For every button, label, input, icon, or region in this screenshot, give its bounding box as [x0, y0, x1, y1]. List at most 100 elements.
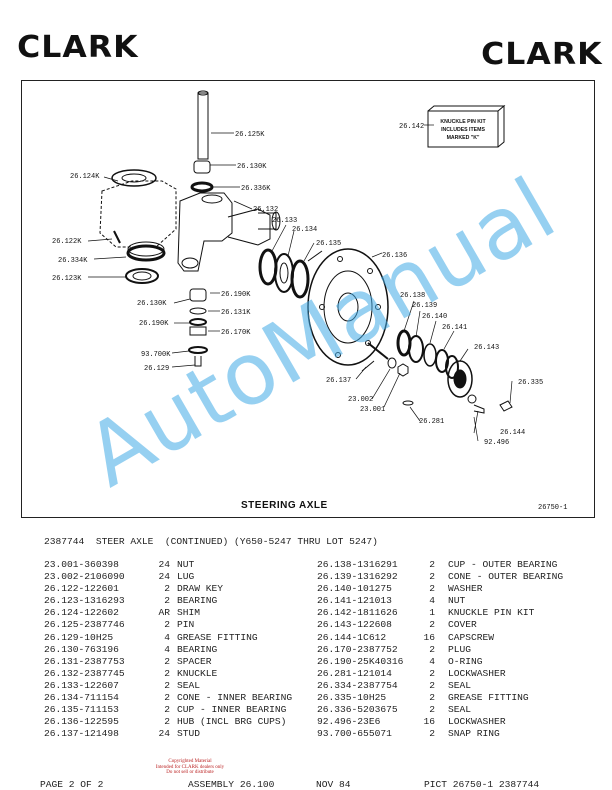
- outer-bearing-cone: [408, 335, 424, 363]
- callout-26-334k: 26.334K: [58, 257, 88, 265]
- part-quantity: 2: [429, 643, 435, 655]
- callout-26-336k: 26.336K: [241, 185, 271, 193]
- plug: [189, 326, 207, 336]
- snap-ring: [188, 346, 208, 354]
- spindle-nut-b: [445, 355, 459, 379]
- part-number: 26.170-2387752: [317, 643, 398, 655]
- callout-26-137: 26.137: [326, 377, 351, 385]
- part-quantity: 2: [164, 667, 170, 679]
- callout-26-143: 26.143: [474, 344, 499, 352]
- draw-key: [113, 230, 121, 244]
- part-quantity: 2: [429, 692, 435, 704]
- part-description: SNAP RING: [448, 728, 500, 740]
- part-quantity: 2: [429, 679, 435, 691]
- part-number: 26.138-1316291: [317, 559, 398, 570]
- part-number: 92.496-23E6: [317, 716, 381, 728]
- callout-26-135: 26.135: [316, 240, 341, 248]
- part-description: PIN: [177, 619, 195, 631]
- copyright-notice: Copyrighted Material Intended for CLARK …: [140, 759, 240, 776]
- part-quantity: 2: [429, 619, 435, 631]
- lower-bearing: [189, 288, 207, 302]
- part-number: 93.700-655071: [317, 728, 392, 740]
- part-description: SEAL: [448, 704, 472, 716]
- part-description: BEARING: [177, 595, 218, 607]
- part-quantity: 2: [164, 716, 170, 728]
- part-description: LUG: [177, 571, 195, 583]
- callout-26-335: 26.335: [518, 379, 543, 387]
- part-description: PLUG: [448, 643, 472, 655]
- part-quantity: 4: [164, 643, 170, 655]
- part-description: NUT: [177, 559, 195, 570]
- part-quantity: 2: [164, 619, 170, 631]
- callout-92-496: 92.496: [484, 439, 509, 447]
- parts-row: 26.123-1316293 2 BEARING: [44, 595, 316, 607]
- part-number: 26.131-2387753: [44, 655, 125, 667]
- part-number: 26.142-1811626: [317, 607, 398, 619]
- part-number: 26.144-1C612: [317, 631, 387, 643]
- part-description: CONE - INNER BEARING: [177, 692, 293, 704]
- part-number: 23.002-2106090: [44, 571, 125, 583]
- part-description: KNUCKLE PIN KIT: [448, 607, 535, 619]
- callout-26-130k-top: 26.130K: [237, 163, 267, 171]
- callout-26-142: 26.142: [399, 123, 424, 131]
- part-quantity: 24: [158, 728, 170, 740]
- callout-26-141: 26.141: [442, 324, 467, 332]
- upper-bearing: [193, 160, 211, 174]
- part-quantity: 2: [429, 728, 435, 740]
- copyright-notice-line: Copyrighted Material: [168, 759, 212, 764]
- callout-26-134: 26.134: [292, 226, 317, 234]
- callout-26-133: 26.133: [272, 217, 297, 225]
- part-quantity: 4: [429, 655, 435, 667]
- wheel-nut: [397, 363, 409, 377]
- part-quantity: 4: [164, 631, 170, 643]
- parts-row: 26.170-2387752 2 PLUG: [317, 644, 589, 656]
- part-description: WASHER: [448, 583, 483, 595]
- part-quantity: 24: [158, 571, 170, 583]
- callout-26-130k-b: 26.130K: [137, 300, 167, 308]
- part-description: NUT: [448, 595, 466, 607]
- inner-bearing-cone: [274, 253, 294, 293]
- part-quantity: 24: [158, 559, 170, 570]
- part-number: 26.137-121498: [44, 728, 119, 740]
- part-number: 26.123-1316293: [44, 595, 125, 607]
- part-description: BEARING: [177, 643, 218, 655]
- parts-row: 93.700-655071 2 SNAP RING: [317, 728, 589, 740]
- part-number: 26.335-10H25: [317, 692, 387, 704]
- footer-date: NOV 84: [316, 779, 351, 790]
- part-number: 26.136-122595: [44, 716, 119, 728]
- footer-page-number: PAGE 2 OF 2: [40, 779, 104, 790]
- part-number: 26.336-5203675: [317, 704, 398, 716]
- part-number: 26.135-711153: [44, 704, 119, 716]
- clark-logo-right: CLARK: [481, 37, 603, 72]
- part-quantity: 2: [164, 595, 170, 607]
- part-number: 26.139-1316292: [317, 571, 398, 583]
- hub-seal: [258, 248, 278, 286]
- kit-note-line-2: INCLUDES ITEMS: [441, 127, 485, 133]
- wheel-hub: [307, 248, 389, 372]
- callout-26-124k: 26.124K: [70, 173, 100, 181]
- part-description: GREASE FITTING: [177, 631, 258, 643]
- steering-knuckle: [177, 192, 281, 272]
- callout-26-190k-b: 26.190K: [139, 320, 169, 328]
- callout-26-136: 26.136: [382, 252, 407, 260]
- parts-row: 23.002-2106090 24 LUG: [44, 571, 316, 583]
- o-ring-lower: [189, 318, 207, 326]
- part-quantity: 2: [429, 583, 435, 595]
- callout-26-190k-a: 26.190K: [221, 291, 251, 299]
- part-description: HUB (INCL BRG CUPS): [177, 716, 287, 728]
- part-description: SHIM: [177, 607, 201, 619]
- lockwasher: [402, 400, 414, 406]
- part-description: GREASE FITTING: [448, 692, 529, 704]
